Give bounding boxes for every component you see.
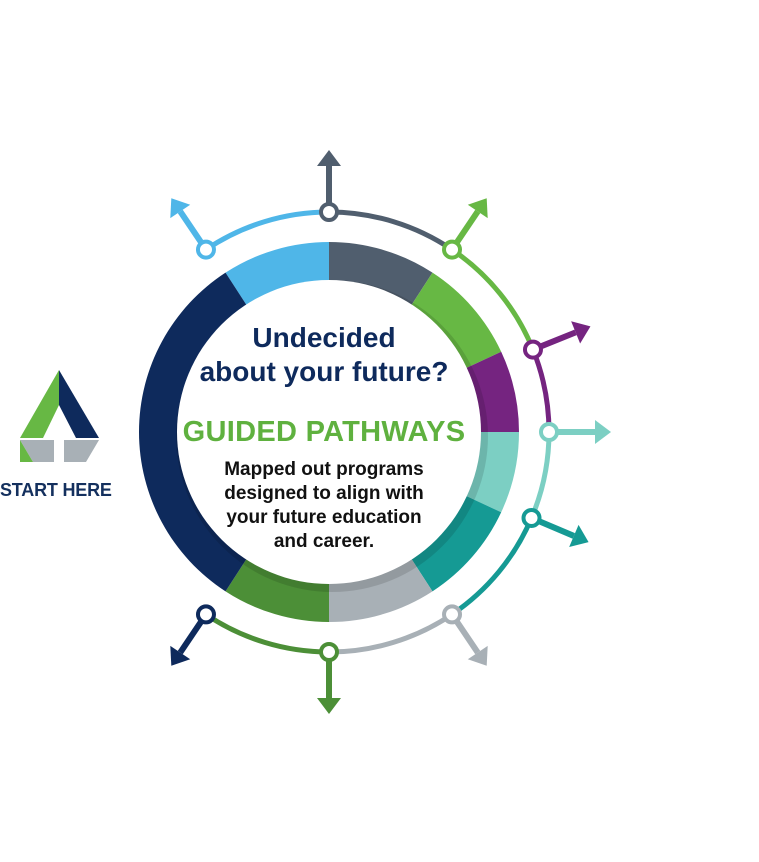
silver-node xyxy=(442,604,463,625)
question-line-2: about your future? xyxy=(199,356,449,387)
ring-segment-navy xyxy=(138,272,248,592)
ring-segment-slate xyxy=(329,242,433,307)
slate-arrow-icon xyxy=(317,150,341,166)
logo-right-face xyxy=(59,370,99,438)
description-line-2: designed to align with xyxy=(224,483,424,504)
description-line-4: and career. xyxy=(273,531,375,552)
ring-segment-green xyxy=(410,272,502,369)
guided-pathways-title: GUIDED PATHWAYS xyxy=(182,416,466,448)
purple-node xyxy=(522,339,543,360)
teal-node xyxy=(521,507,542,528)
sky-blue-arrow-icon xyxy=(170,198,191,219)
description-line-3: your future education xyxy=(226,507,422,528)
outer-arc-sky-blue xyxy=(204,209,330,252)
outer-arc-slate xyxy=(328,209,454,252)
outer-arc-dark-green xyxy=(204,612,330,655)
outer-arc-teal xyxy=(450,516,534,617)
ring-segment-sky-blue xyxy=(225,242,329,307)
silver-arrow-icon xyxy=(467,645,488,666)
outer-arc-purple xyxy=(530,348,552,433)
navy-node xyxy=(195,604,216,625)
logo-base-left xyxy=(20,440,54,462)
ring-segment-dark-green xyxy=(225,557,329,622)
light-teal-arrow-icon xyxy=(595,420,611,444)
logo-left-face xyxy=(20,370,59,438)
purple-arrow-icon xyxy=(571,321,591,344)
logo-triangle-icon xyxy=(20,440,33,462)
ring-segment-silver xyxy=(329,557,433,622)
start-here-label[interactable]: START HERE xyxy=(0,480,112,500)
teal-arrow-icon xyxy=(569,524,589,547)
outer-arc-silver xyxy=(328,612,454,655)
navy-arrow-icon xyxy=(170,645,191,666)
ring-segment-teal xyxy=(410,495,502,592)
sky-blue-node xyxy=(195,239,216,260)
description-line-1: Mapped out programs xyxy=(224,459,424,480)
slate-node xyxy=(319,202,339,222)
outer-arc-light-teal xyxy=(529,431,552,519)
question-line-1: Undecided xyxy=(252,322,396,353)
dark-green-arrow-icon xyxy=(317,698,341,714)
light-teal-node xyxy=(539,422,559,442)
logo-base-right xyxy=(64,440,99,462)
green-arrow-icon xyxy=(467,198,488,219)
green-node xyxy=(442,239,463,260)
dark-green-node xyxy=(319,642,339,662)
center-disc xyxy=(177,280,481,584)
outer-arc-green xyxy=(450,247,536,351)
